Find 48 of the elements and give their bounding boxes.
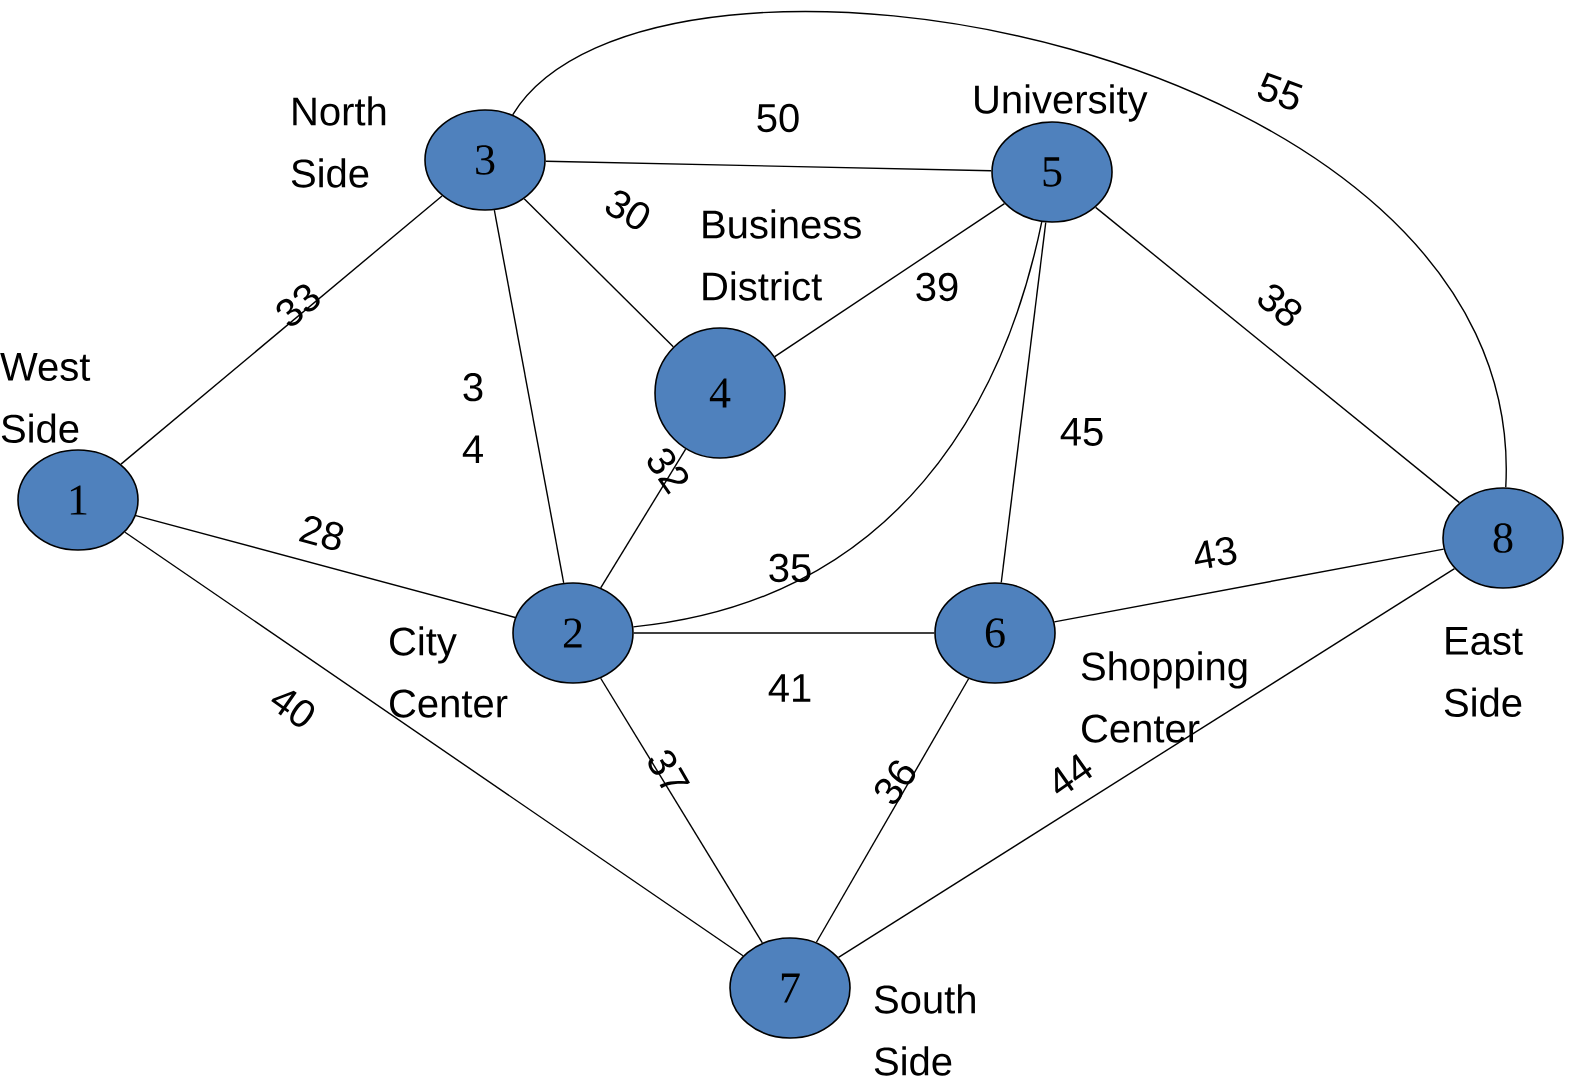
connector-line: [1000, 221, 1047, 584]
node-caption: Business District: [703, 209, 861, 301]
connector-line: [511, 11, 1507, 488]
edge-label: 35: [769, 553, 811, 583]
edge-label: 44: [1055, 753, 1092, 794]
connector-line: [135, 514, 516, 619]
circle-node: 3: [424, 109, 546, 211]
connector-line: [523, 198, 674, 348]
edge-label: 41: [768, 674, 811, 702]
circle-node: 8: [1442, 487, 1564, 589]
edge-label: 55: [1257, 72, 1303, 110]
edge-label: 45: [1060, 418, 1103, 446]
node-caption: Shopping Center: [1081, 651, 1247, 743]
connector-line: [493, 209, 565, 584]
circle-node: 6: [934, 582, 1056, 684]
edge-label: 36: [875, 760, 916, 804]
edge-label: 50: [757, 103, 799, 133]
circle-node: 1: [17, 449, 139, 551]
node-caption: West Side: [0, 353, 91, 443]
edge-label: 38: [1258, 284, 1302, 326]
node-caption: East Side: [1444, 627, 1523, 717]
connector-line: [124, 531, 744, 957]
circle-node: 7: [729, 937, 851, 1039]
node-caption: South Side: [874, 984, 975, 1076]
circle-node: 5: [991, 121, 1113, 223]
node-caption: City Center: [390, 626, 508, 718]
edge-label: 37: [648, 750, 690, 789]
connector-line: [837, 567, 1456, 959]
connector-line: [774, 202, 1006, 358]
node-caption: University: [975, 84, 1148, 122]
connector-line: [600, 448, 687, 589]
circle-node: 2: [512, 582, 634, 684]
connector-line: [815, 678, 970, 943]
connector-line: [545, 160, 992, 172]
connector-line: [120, 195, 443, 465]
edge-label: 30: [605, 190, 650, 230]
connector-line: [599, 677, 764, 944]
edge-label: 43: [1194, 536, 1237, 568]
connector-line: [633, 632, 935, 634]
node-caption: North Side: [291, 96, 386, 188]
edge-label: 33: [276, 284, 320, 326]
edge-label: 3 4: [462, 373, 483, 463]
connector-line: [1053, 548, 1445, 623]
edge-label: 40: [271, 690, 315, 727]
edge-label: 39: [916, 272, 958, 302]
connector-line: [1094, 206, 1461, 504]
connector-line: [632, 221, 1043, 628]
edge-label: 28: [298, 516, 344, 551]
